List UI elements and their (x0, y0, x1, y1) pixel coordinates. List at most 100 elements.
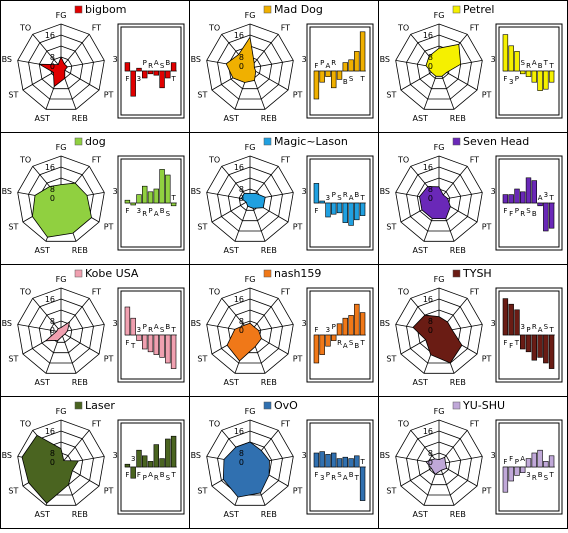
legend-swatch (74, 401, 83, 410)
axis-label-bs: BS (380, 451, 390, 460)
bar-3 (130, 466, 136, 479)
bar-s (348, 59, 354, 72)
bar-a (153, 334, 159, 355)
bar-3 (525, 458, 532, 468)
legend-swatch (263, 401, 272, 410)
bar-a (342, 62, 348, 72)
axis-label-ft: FT (92, 287, 101, 296)
axis-label-bs: BS (380, 55, 390, 64)
axis-label-ft: FT (281, 23, 290, 32)
bar-label: F (137, 471, 141, 479)
bar-t (130, 202, 136, 206)
bar-p (142, 334, 148, 350)
radar-tick-label: 8 (428, 449, 433, 458)
axis-label-ast: AST (412, 246, 428, 255)
radar-area (37, 55, 69, 88)
radar-tick-label: 0 (428, 62, 433, 71)
bar-label: F (509, 455, 513, 463)
axis-label-fg: FG (434, 11, 445, 20)
bar-b (159, 169, 165, 204)
bar-b (537, 449, 543, 468)
radar-spoke (249, 34, 279, 69)
bar-label: A (532, 59, 537, 67)
bar-3 (136, 334, 142, 341)
axis-label-bs: BS (191, 187, 201, 196)
bar-label: A (538, 326, 543, 334)
axis-label-3: 3 (113, 187, 118, 196)
bar-label: T (543, 59, 549, 67)
bar-b (537, 70, 543, 91)
axis-label-st: ST (197, 355, 207, 364)
bar-s (348, 315, 354, 336)
radar-tick-label: 16 (423, 163, 433, 172)
radar-ring (217, 166, 283, 232)
radar-spoke (17, 324, 62, 333)
bar-s (159, 70, 165, 89)
radar-tick-label: 8 (50, 53, 55, 62)
radar-tick-label: 8 (239, 317, 244, 326)
radar-tick-label: 0 (239, 194, 244, 203)
bar-label: P (332, 323, 336, 331)
axis-label-ft: FT (470, 419, 479, 428)
radar-tick-label: 0 (239, 62, 244, 71)
bar-f (502, 298, 509, 336)
bar-r (531, 452, 537, 468)
bar-t (548, 202, 555, 229)
axis-label-3: 3 (302, 187, 307, 196)
legend-swatch (452, 269, 461, 278)
bar-label: B (538, 62, 543, 70)
bar-label: B (532, 210, 537, 218)
bar-label: T (359, 194, 365, 202)
bar-3 (543, 202, 549, 232)
bar-f (124, 463, 131, 468)
axis-label-reb: REB (450, 510, 466, 519)
bar-label: A (148, 471, 153, 479)
axis-label-st: ST (8, 223, 18, 232)
bar-3 (325, 334, 331, 347)
radar-tick-label: 16 (423, 295, 433, 304)
bar-a (153, 70, 159, 76)
bar-f (313, 70, 320, 100)
radar-area (44, 321, 71, 342)
axis-label-st: ST (197, 223, 207, 232)
bar-label: R (148, 326, 153, 334)
axis-label-to: TO (397, 419, 409, 428)
bar-label: P (148, 207, 152, 215)
axis-label-3: 3 (302, 319, 307, 328)
bar-t (359, 202, 366, 216)
bar-t (354, 455, 360, 468)
axis-label-3: 3 (302, 55, 307, 64)
axis-label-fg: FG (434, 407, 445, 416)
bar-label: B (354, 342, 359, 350)
bar-label: 3 (137, 326, 141, 334)
radar-ring (416, 441, 462, 486)
axis-label-pt: PT (104, 487, 114, 496)
bar-f (136, 449, 142, 468)
radar-ring (38, 45, 84, 90)
bar-label: F (125, 207, 129, 215)
bar-p (331, 334, 337, 341)
radar-area (222, 441, 270, 498)
axis-label-to: TO (208, 287, 220, 296)
axis-label-ft: FT (92, 23, 101, 32)
bar-label: T (548, 62, 554, 70)
bar-p (514, 466, 520, 476)
bar-3 (325, 202, 331, 218)
radar-spoke (249, 60, 294, 69)
bar-f (313, 452, 320, 468)
bar-r (331, 452, 337, 468)
bar-label: F (503, 339, 507, 347)
bar-label: A (538, 194, 543, 202)
axis-label-pt: PT (293, 91, 303, 100)
legend-swatch (74, 269, 83, 278)
axis-label-fg: FG (56, 407, 67, 416)
bar-p (525, 334, 532, 353)
bar-label: R (142, 210, 147, 218)
bar-r (147, 70, 154, 75)
panel-title: Petrel (463, 3, 494, 16)
bar-p (325, 454, 331, 468)
radar-area (225, 36, 257, 83)
bar-3 (319, 451, 325, 468)
radar-ring (206, 23, 294, 110)
